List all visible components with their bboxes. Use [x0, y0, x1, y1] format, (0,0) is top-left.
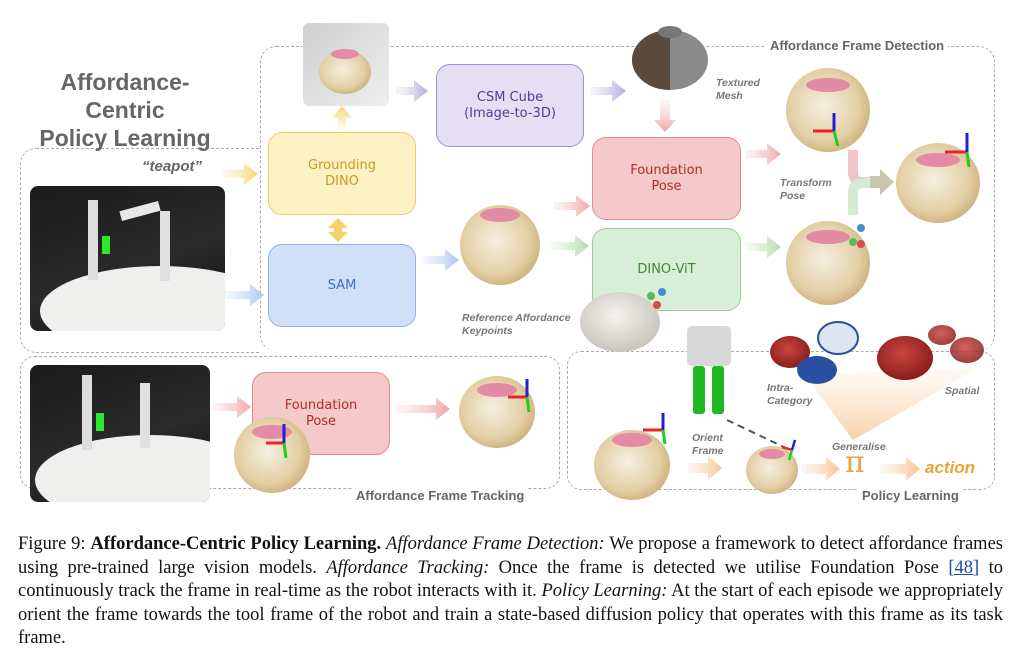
- arrow-teapot-to-dinovit: [550, 235, 589, 257]
- title-region-outline: [20, 148, 260, 353]
- policy-teapot-large: [594, 413, 670, 500]
- transform-pose-label: Transform Pose: [780, 177, 832, 202]
- intra-category-label: Intra- Category: [767, 382, 813, 407]
- arrow-photo-to-sam: [225, 284, 264, 306]
- tracking-section-outline: [20, 356, 560, 489]
- spatial-label: Spatial: [945, 385, 980, 397]
- robot-tracking-photo: [30, 365, 210, 502]
- arrow-sam-to-teapot: [423, 249, 459, 271]
- arrow-tracking-in: [212, 396, 251, 418]
- reference-white-teapot: [580, 288, 666, 352]
- arrow-teapot-to-fp: [553, 195, 590, 217]
- reference-keypoints-label: Reference Affordance Keypoints: [462, 312, 571, 337]
- section-label-tracking: Affordance Frame Tracking: [352, 488, 529, 503]
- caption-policy-label: Policy Learning:: [541, 581, 668, 601]
- detection-section-outline: [260, 46, 995, 351]
- policy-pi-symbol: π: [845, 445, 865, 480]
- caption-title: Affordance-Centric Policy Learning.: [90, 534, 382, 554]
- tracking-teapot-left: [234, 417, 310, 493]
- orient-frame-label: Orient Frame: [692, 432, 724, 457]
- spatial-teapots: [877, 325, 984, 380]
- arrow-prompt-to-dino: [222, 163, 258, 185]
- affordance-frame-teapot: [896, 133, 980, 223]
- citation-link[interactable]: [48]: [948, 557, 980, 578]
- foundation-pose-label-2: Pose: [651, 178, 682, 194]
- orient-dashed-line: [726, 419, 791, 451]
- caption-detection-text: We propose a framework to detect afforda…: [18, 534, 1003, 578]
- crop-teapot: [319, 49, 371, 94]
- textured-mesh-label: Textured Mesh: [716, 77, 760, 102]
- arrow-crop-to-csm: [396, 80, 428, 102]
- csm-cube-label-1: CSM Cube: [476, 89, 544, 105]
- robot-gripper: [687, 326, 731, 414]
- section-label-policy: Policy Learning: [858, 488, 963, 503]
- arrow-merge-transform: [848, 150, 894, 215]
- text-prompt: “teapot”: [142, 158, 202, 175]
- arrow-dinovit-to-keypoints: [745, 236, 781, 258]
- arrow-tracking-out: [396, 398, 450, 420]
- posed-teapot: [786, 68, 870, 152]
- action-label: action: [925, 458, 976, 477]
- generalise-label: Generalise: [832, 441, 886, 453]
- arrow-csm-to-mesh: [590, 80, 626, 102]
- caption-tracking-text-a: Once the frame is detected we utilise Fo…: [489, 557, 949, 578]
- intra-category-teapots: [770, 321, 859, 384]
- sam-label: SAM: [327, 277, 357, 293]
- policy-teapot-small: [746, 439, 798, 494]
- caption-tracking-text-b: to continuously track the frame in real-…: [18, 557, 1003, 602]
- caption-tracking-label: Affordance Tracking:: [326, 557, 490, 578]
- section-label-detection: Affordance Frame Detection: [766, 38, 949, 53]
- arrow-mesh-to-fp: [654, 100, 676, 132]
- grounding-dino-box: Grounding DINO: [268, 132, 416, 215]
- arrow-dino-to-sam: [328, 218, 348, 242]
- arrow-to-action: [880, 457, 920, 481]
- arrow-to-policy: [802, 457, 840, 481]
- diagram-title: Affordance-Centric Policy Learning: [30, 68, 220, 152]
- tracking-foundation-pose-label-2: Pose: [305, 413, 337, 429]
- tracking-teapot-right: [459, 376, 535, 448]
- title-line-2: Policy Learning: [39, 125, 211, 151]
- foundation-pose-box: Foundation Pose: [592, 137, 741, 220]
- caption-figure-number: Figure 9:: [18, 534, 86, 554]
- figure-caption: Figure 9: Affordance-Centric Policy Lear…: [18, 533, 1003, 651]
- dino-vit-label: DINO-ViT: [637, 261, 696, 277]
- csm-cube-box: CSM Cube (Image-to-3D): [436, 64, 584, 147]
- segmented-teapot: [460, 205, 540, 285]
- title-line-1: Affordance-Centric: [60, 69, 190, 123]
- generalise-triangle: [805, 368, 978, 440]
- robot-scene-photo: [30, 186, 225, 331]
- arrow-fp-to-pose: [745, 143, 781, 165]
- tracking-foundation-pose-label-1: Foundation: [284, 397, 358, 413]
- grounding-dino-label: Grounding DINO: [308, 157, 376, 189]
- arrow-orient: [688, 456, 722, 480]
- keypoint-teapot: [786, 221, 870, 305]
- arrow-dino-to-crop: [332, 106, 352, 130]
- caption-policy-text: At the start of each episode we appropri…: [18, 581, 1003, 648]
- foundation-pose-label-1: Foundation: [630, 162, 703, 178]
- textured-mesh-teapot: [632, 26, 708, 90]
- caption-detection-label: Affordance Frame Detection:: [386, 534, 605, 554]
- sam-box: SAM: [268, 244, 416, 327]
- csm-cube-label-2: (Image-to-3D): [464, 105, 556, 121]
